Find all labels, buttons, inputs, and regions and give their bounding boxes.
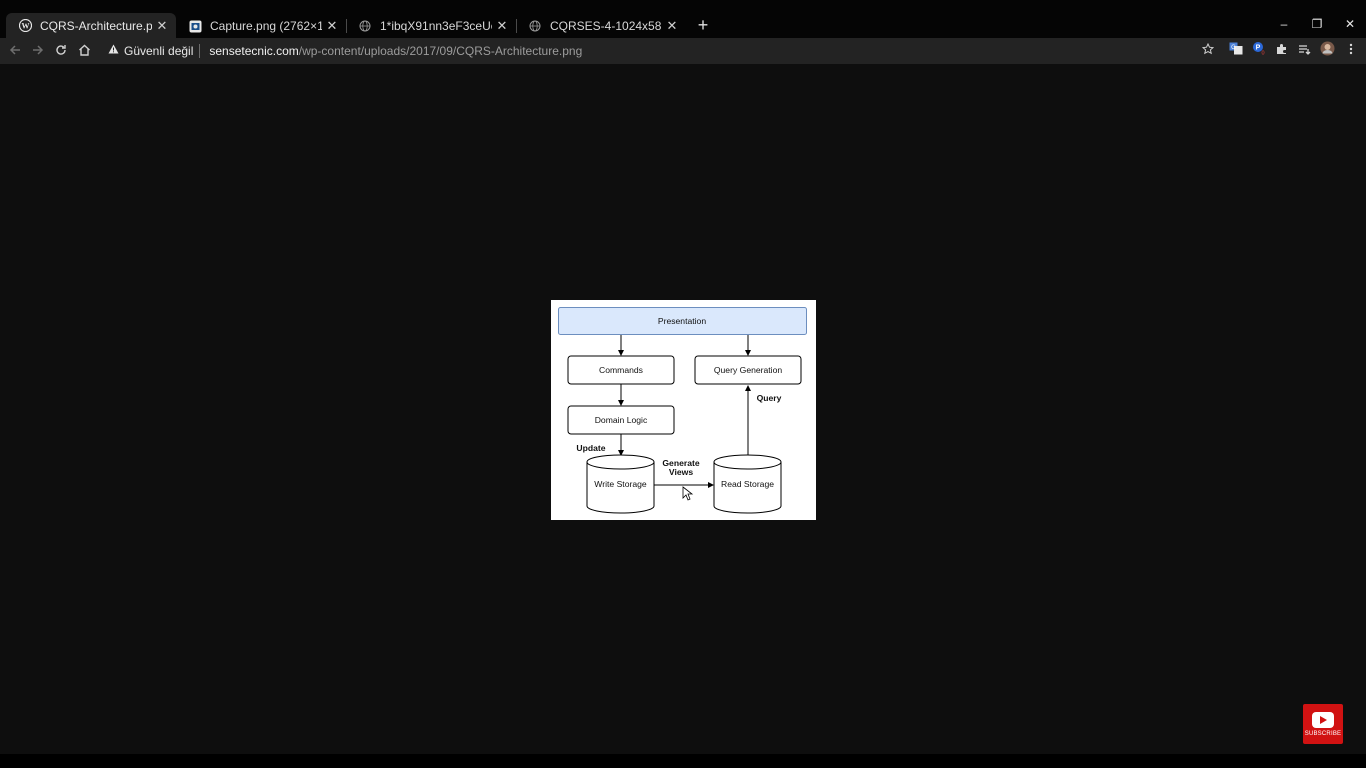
close-icon[interactable]: ✕ — [496, 18, 508, 33]
back-button[interactable] — [5, 41, 25, 61]
profile-avatar[interactable] — [1317, 41, 1337, 61]
puzzle-extensions-icon[interactable] — [1272, 41, 1292, 61]
mouse-cursor-icon — [682, 486, 694, 501]
read-storage-label: Read Storage — [721, 479, 774, 489]
svg-text:W: W — [21, 21, 29, 30]
generate-label: Generate — [662, 458, 699, 468]
cqrs-architecture-image: Presentation Commands Query Generation D… — [551, 300, 816, 520]
security-status[interactable]: Güvenli değil — [124, 44, 194, 58]
youtube-play-icon — [1312, 711, 1334, 728]
tab-medium-image[interactable]: 1*ibqX91nn3eF3ceUcv3XQWg.pn ✕ — [346, 14, 516, 38]
query-generation-label: Query Generation — [714, 365, 783, 375]
forward-button[interactable] — [28, 41, 48, 61]
presentation-box — [558, 307, 807, 335]
close-icon[interactable]: ✕ — [326, 18, 338, 33]
update-label: Update — [576, 443, 605, 453]
query-generation-box — [694, 355, 802, 385]
home-icon — [78, 44, 90, 56]
address-bar[interactable]: Güvenli değil sensetecnic.com/wp-content… — [100, 41, 1220, 61]
reload-button[interactable] — [51, 41, 71, 61]
wordpress-icon: W — [18, 19, 32, 33]
menu-kebab-icon[interactable] — [1341, 41, 1361, 61]
tab-separator — [346, 19, 347, 33]
svg-text:G: G — [1231, 45, 1236, 51]
reload-icon — [56, 45, 66, 55]
browser-toolbar: Güvenli değil sensetecnic.com/wp-content… — [0, 38, 1366, 64]
tab-cqrs-architecture[interactable]: W CQRS-Architecture.png (371×30 ✕ — [6, 13, 176, 38]
close-icon[interactable]: ✕ — [666, 18, 678, 33]
presentation-label: Presentation — [658, 316, 706, 326]
url-path: /wp-content/uploads/2017/09/CQRS-Archite… — [298, 44, 583, 58]
new-tab-button[interactable]: + — [697, 15, 709, 35]
tab-title: 1*ibqX91nn3eF3ceUcv3XQWg.pn — [380, 19, 492, 33]
globe-icon — [528, 19, 542, 33]
tab-strip: W CQRS-Architecture.png (371×30 ✕ Captur… — [0, 0, 1366, 38]
divider — [199, 44, 201, 58]
restore-button[interactable]: ❐ — [1311, 17, 1323, 31]
views-label: Views — [669, 467, 693, 477]
tab-cqrses[interactable]: CQRSES-4-1024x586.png (1024× ✕ — [516, 14, 686, 38]
translate-icon[interactable]: G — [1226, 41, 1246, 61]
forward-arrow-icon — [33, 45, 44, 55]
tab-title: CQRSES-4-1024x586.png (1024× — [550, 19, 662, 33]
minimize-button[interactable]: – — [1280, 17, 1288, 31]
bottom-bar — [0, 754, 1366, 768]
globe-icon — [358, 19, 372, 33]
close-window-button[interactable]: ✕ — [1344, 17, 1356, 31]
back-arrow-icon — [9, 45, 20, 55]
tab-title: Capture.png (2762×1461) — [210, 19, 322, 33]
capture-icon — [188, 19, 202, 33]
write-storage-cylinder — [586, 454, 655, 514]
domain-logic-label: Domain Logic — [595, 415, 648, 425]
reading-list-icon[interactable] — [1294, 41, 1314, 61]
read-storage-cylinder — [713, 454, 782, 514]
warning-icon[interactable] — [106, 44, 120, 58]
subscribe-button[interactable]: SUBSCRIBE — [1303, 704, 1343, 744]
tab-capture[interactable]: Capture.png (2762×1461) ✕ — [176, 14, 346, 38]
cqrs-diagram: Presentation Commands Query Generation D… — [558, 307, 807, 514]
svg-text:P: P — [1256, 45, 1261, 52]
tab-separator — [516, 19, 517, 33]
write-storage-label: Write Storage — [594, 479, 647, 489]
bookmark-star-icon[interactable] — [1198, 41, 1218, 61]
commands-label: Commands — [599, 365, 643, 375]
query-label: Query — [757, 393, 782, 403]
extension-badge: 0 — [1261, 51, 1264, 56]
tab-title: CQRS-Architecture.png (371×30 — [40, 18, 152, 33]
home-button[interactable] — [74, 41, 94, 61]
close-icon[interactable]: ✕ — [156, 17, 168, 33]
subscribe-label: SUBSCRIBE — [1304, 730, 1342, 737]
url-host: sensetecnic.com — [209, 44, 299, 58]
